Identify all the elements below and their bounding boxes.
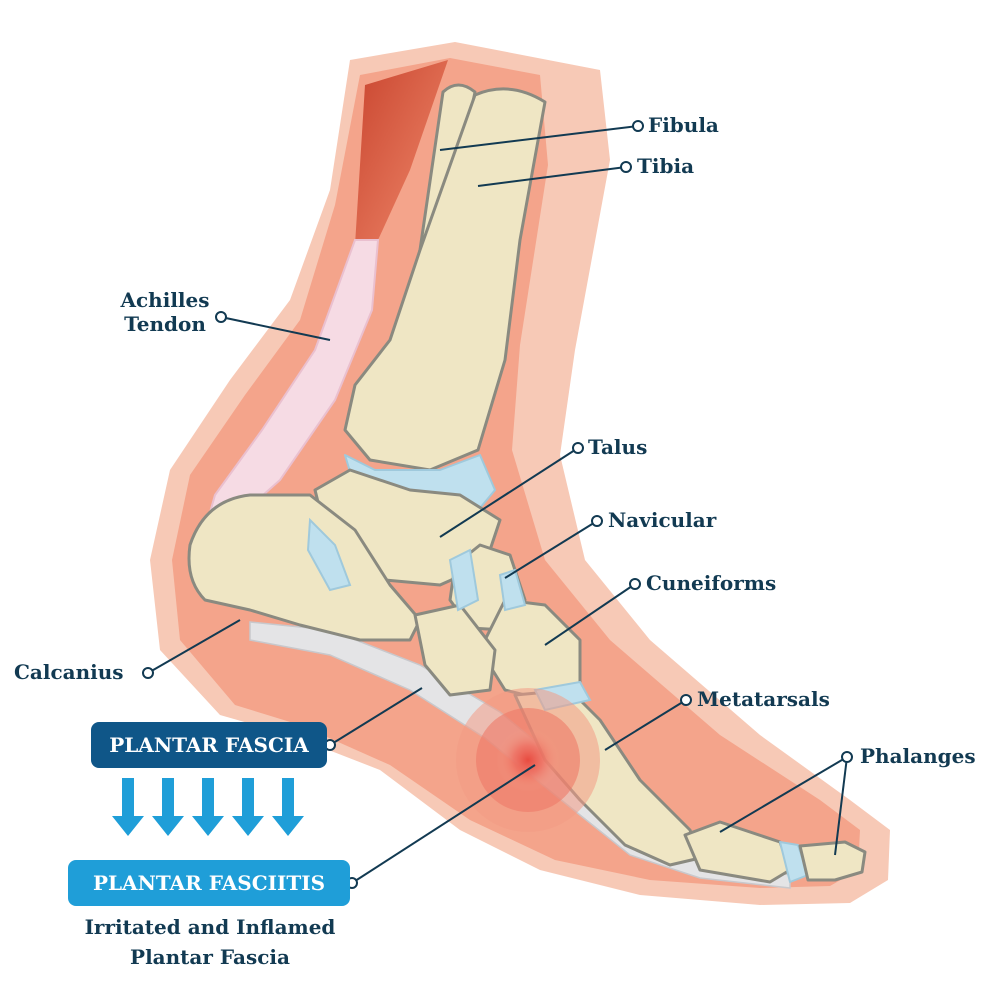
down-arrow-icon xyxy=(272,778,304,836)
leader-phalanges-b xyxy=(834,756,848,856)
label-achilles-line1: Achilles xyxy=(120,288,210,312)
label-talus: Talus xyxy=(588,435,648,459)
leader-navicular xyxy=(504,520,598,579)
leader-dot-fibula xyxy=(632,120,644,132)
leader-cuneiforms xyxy=(544,583,636,646)
skin-inner xyxy=(172,58,860,888)
label-calcanius: Calcanius xyxy=(14,660,124,684)
leader-fibula xyxy=(439,125,639,151)
calf-muscle xyxy=(355,60,448,245)
leader-dot-cuneiforms xyxy=(629,578,641,590)
leader-talus xyxy=(439,447,579,538)
leader-dot-phalanges xyxy=(841,751,853,763)
distal-phalanx-bone xyxy=(798,840,867,882)
leader-phalanges-a xyxy=(719,756,848,833)
leader-dot-talus xyxy=(572,442,584,454)
badge-plantar-fascia: PLANTAR FASCIA xyxy=(91,722,327,768)
leader-plantar-fasciitis xyxy=(351,764,536,884)
joint-cartilage xyxy=(498,568,527,612)
caption-inflamed: Irritated and Inflamed Plantar Fascia xyxy=(40,912,380,972)
badge-plantar-fasciitis: PLANTAR FASCIITIS xyxy=(68,860,350,906)
leader-achilles xyxy=(220,316,331,341)
joint-cartilage xyxy=(448,548,480,612)
down-arrow-icon xyxy=(192,778,224,836)
leader-dot-tibia xyxy=(620,161,632,173)
down-arrow-icon xyxy=(152,778,184,836)
label-fibula: Fibula xyxy=(648,113,719,137)
leader-metatarsals xyxy=(604,699,687,751)
leader-calcanius xyxy=(147,619,241,674)
leader-dot-calcanius xyxy=(142,667,154,679)
leader-dot-achilles xyxy=(215,311,227,323)
label-cuneiforms: Cuneiforms xyxy=(646,571,777,595)
inflammation-core xyxy=(496,728,560,792)
arrow-group xyxy=(112,778,304,836)
label-achilles-tendon: Achilles Tendon xyxy=(110,288,220,336)
label-tibia: Tibia xyxy=(637,154,695,178)
leader-plantar-fascia xyxy=(329,687,423,746)
down-arrow-icon xyxy=(232,778,264,836)
leader-tibia xyxy=(477,166,627,187)
down-arrow-icon xyxy=(112,778,144,836)
joint-cartilage xyxy=(306,517,352,592)
leader-dot-metatarsals xyxy=(680,694,692,706)
caption-line2: Plantar Fascia xyxy=(130,945,290,969)
caption-line1: Irritated and Inflamed xyxy=(84,915,336,939)
leader-dot-navicular xyxy=(591,515,603,527)
label-navicular: Navicular xyxy=(608,508,717,532)
calcaneus-bone xyxy=(187,493,422,642)
label-metatarsals: Metatarsals xyxy=(697,687,830,711)
label-achilles-line2: Tendon xyxy=(124,312,206,336)
label-phalanges: Phalanges xyxy=(860,744,976,768)
